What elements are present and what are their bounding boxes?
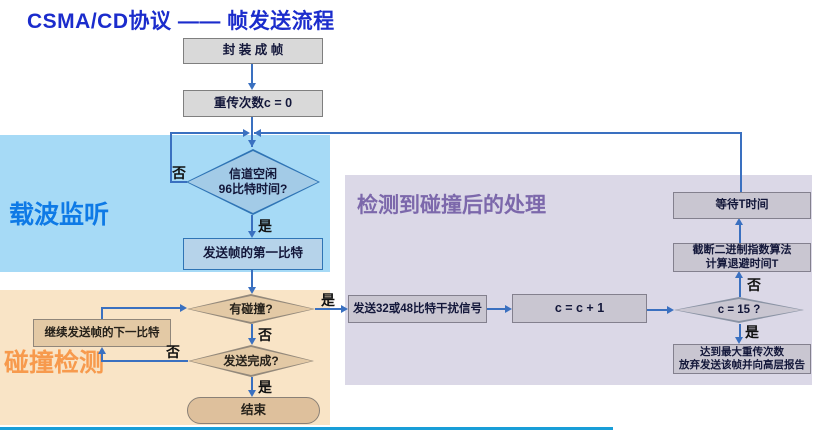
connector-idle-yes bbox=[251, 215, 253, 232]
label-collision-detect: 碰撞检测 bbox=[4, 349, 105, 377]
arrowhead-into-continue-box bbox=[98, 347, 106, 354]
arrowhead-return-into-junction bbox=[254, 129, 261, 137]
connector-collision-yes-h bbox=[315, 308, 341, 310]
bottom-divider-line bbox=[0, 427, 613, 430]
node-collision-label: 有碰撞? bbox=[229, 301, 273, 316]
node-max-retry-abort: 达到最大重传次数 放弃发送该帧并向高层报告 bbox=[673, 344, 811, 374]
connector-senddone-no-h bbox=[101, 360, 188, 362]
diamond-fill bbox=[676, 299, 802, 321]
connector-waitT-return-v bbox=[740, 132, 742, 192]
connector-continue-loop-v bbox=[101, 308, 103, 319]
node-continue-next-bit: 继续发送帧的下一比特 bbox=[33, 319, 171, 347]
label-post-collision: 检测到碰撞后的处理 bbox=[357, 194, 546, 217]
node-max-retry-label: 达到最大重传次数 放弃发送该帧并向高层报告 bbox=[679, 345, 805, 371]
connector-c15-yes bbox=[739, 324, 741, 338]
node-retry-count-zero-label: 重传次数c = 0 bbox=[213, 95, 293, 110]
arrowhead-into-collision-left bbox=[180, 304, 187, 312]
node-continue-next-bit-label: 继续发送帧的下一比特 bbox=[44, 326, 160, 339]
node-c15-label: c = 15 ? bbox=[717, 303, 761, 316]
slide-title: CSMA/CD协议 —— 帧发送流程 bbox=[27, 10, 335, 33]
arrowhead-into-backoff bbox=[735, 271, 743, 278]
connector-collision-no-v bbox=[251, 324, 253, 339]
connector-jam-increment bbox=[487, 308, 506, 310]
arrowhead-into-idle-diamond bbox=[248, 140, 256, 147]
node-backoff-algorithm: 截断二进制指数算法 计算退避时间T bbox=[673, 243, 811, 272]
node-send-first-bit-label: 发送帧的第一比特 bbox=[202, 246, 303, 261]
connector-idle-no-loop-v bbox=[170, 132, 172, 182]
connector-senddone-yes bbox=[251, 377, 253, 391]
connector-waitT-return-h bbox=[254, 132, 742, 134]
label-carrier-sense: 载波监听 bbox=[9, 201, 110, 229]
node-send-done-decision: 发送完成? bbox=[188, 345, 314, 377]
arrowhead-into-collision-diamond bbox=[248, 287, 256, 294]
node-backoff-label: 截断二进制指数算法 计算退避时间T bbox=[692, 243, 792, 270]
edge-label-collision-no: 否 bbox=[258, 327, 272, 343]
node-encapsulate-frame-label: 封 装 成 帧 bbox=[222, 43, 284, 58]
edge-label-send-done-yes: 是 bbox=[258, 379, 272, 395]
edge-label-send-done-no: 否 bbox=[166, 344, 180, 360]
node-end-label: 结束 bbox=[240, 402, 266, 417]
connector-continue-loop-h bbox=[101, 307, 180, 309]
node-end-terminator: 结束 bbox=[187, 397, 320, 424]
connector-c15-no bbox=[739, 278, 741, 297]
edge-label-idle-yes: 是 bbox=[258, 218, 272, 234]
connector-idle-no-loop-h-bottom bbox=[170, 181, 187, 183]
node-wait-t-label: 等待T时间 bbox=[715, 199, 769, 212]
node-wait-t-time: 等待T时间 bbox=[673, 192, 811, 219]
node-encapsulate-frame: 封 装 成 帧 bbox=[183, 38, 323, 64]
arrowhead-into-c15-diamond bbox=[667, 306, 674, 314]
arrowhead-into-senddone-diamond bbox=[248, 338, 256, 345]
node-jam-signal: 发送32或48比特干扰信号 bbox=[348, 295, 487, 323]
connector-firstbit-collision bbox=[251, 270, 253, 288]
node-retry-count-zero: 重传次数c = 0 bbox=[183, 90, 323, 117]
connector-increment-c15 bbox=[647, 309, 668, 311]
edge-label-idle-no: 否 bbox=[172, 165, 186, 181]
arrowhead-into-end bbox=[248, 390, 256, 397]
connector-idle-no-loop-h-top bbox=[170, 132, 243, 134]
arrowhead-into-increment bbox=[505, 305, 512, 313]
edge-label-c15-yes: 是 bbox=[745, 324, 759, 340]
arrowhead-into-max-retry bbox=[735, 337, 743, 344]
arrowhead-into-retry bbox=[248, 83, 256, 90]
node-c15-decision: c = 15 ? bbox=[674, 297, 804, 323]
arrowhead-into-jam bbox=[341, 305, 348, 313]
connector-retry-junction bbox=[251, 117, 253, 147]
node-send-first-bit: 发送帧的第一比特 bbox=[183, 238, 323, 270]
connector-backoff-waitT bbox=[739, 225, 741, 243]
node-increment-label: c = c + 1 bbox=[554, 300, 605, 315]
connector-senddone-no-v bbox=[101, 353, 103, 362]
arrowhead-loop-left-into-junction bbox=[243, 129, 250, 137]
node-increment-counter: c = c + 1 bbox=[512, 294, 647, 323]
node-collision-decision: 有碰撞? bbox=[187, 294, 315, 324]
node-channel-idle-label: 信道空闲 96比特时间? bbox=[218, 167, 288, 196]
arrowhead-into-waitT bbox=[735, 218, 743, 225]
node-send-done-label: 发送完成? bbox=[223, 353, 279, 368]
edge-label-c15-no: 否 bbox=[747, 277, 761, 293]
edge-label-collision-yes: 是 bbox=[321, 292, 335, 308]
arrowhead-into-first-bit bbox=[248, 231, 256, 238]
connector-encapsulate-retry bbox=[251, 64, 253, 85]
node-channel-idle-decision: 信道空闲 96比特时间? bbox=[186, 149, 320, 215]
node-jam-signal-label: 发送32或48比特干扰信号 bbox=[352, 302, 483, 315]
